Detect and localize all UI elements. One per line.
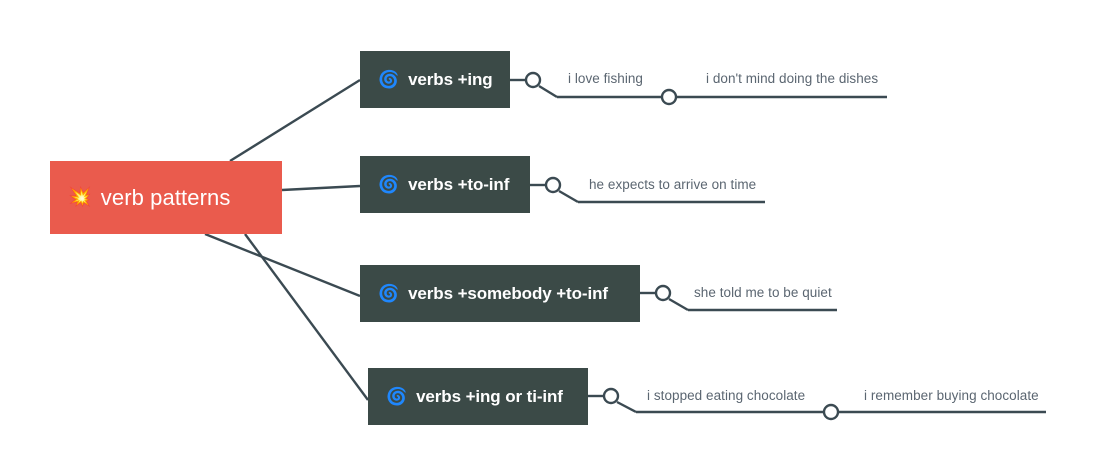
branch-node-4[interactable]: 🌀 verbs +ing or ti-inf	[368, 368, 588, 425]
cyclone-icon: 🌀	[378, 70, 400, 89]
root-connector-1	[229, 78, 361, 163]
cyclone-icon: 🌀	[386, 387, 408, 406]
branch-junction-1-a[interactable]	[524, 71, 542, 89]
branch-node-label: verbs +ing	[408, 69, 493, 89]
branch-diagonal-1	[538, 84, 558, 99]
leaf-label-3-1[interactable]: she told me to be quiet	[694, 285, 832, 300]
cyclone-icon: 🌀	[378, 175, 400, 194]
branch-node-label: verbs +somebody +to-inf	[408, 283, 608, 303]
root-connector-4	[244, 233, 369, 401]
leaf-label-1-1[interactable]: i love fishing	[568, 71, 643, 86]
leaf-label-4-2[interactable]: i remember buying chocolate	[864, 388, 1039, 403]
leaf-label-2-1[interactable]: he expects to arrive on time	[589, 177, 757, 192]
branch-node-label: verbs +to-inf	[408, 174, 510, 194]
branch-junction-4-a[interactable]	[602, 387, 620, 405]
branch-junction-1-b[interactable]	[660, 88, 678, 106]
leaf-label-4-1[interactable]: i stopped eating chocolate	[647, 388, 806, 403]
cyclone-icon: 🌀	[378, 284, 400, 303]
branch-node-label: verbs +ing or ti-inf	[416, 386, 563, 406]
branch-diagonal-4	[616, 400, 637, 414]
root-connector-3	[204, 232, 361, 298]
branch-diagonal-2	[558, 189, 579, 204]
branch-node-1[interactable]: 🌀 verbs +ing	[360, 51, 510, 108]
branch-junction-3-a[interactable]	[654, 284, 672, 302]
collision-icon: 💥	[68, 187, 92, 208]
branch-node-2[interactable]: 🌀 verbs +to-inf	[360, 156, 530, 213]
branch-node-3[interactable]: 🌀 verbs +somebody +to-inf	[360, 265, 640, 322]
branch-junction-2-a[interactable]	[544, 176, 562, 194]
branch-diagonal-3	[668, 297, 689, 312]
root-node-verb-patterns[interactable]: 💥 verb patterns	[50, 161, 282, 234]
root-node-label: verb patterns	[100, 184, 231, 210]
branch-junction-4-b[interactable]	[822, 403, 840, 421]
root-connector-2	[281, 184, 361, 192]
leaf-label-1-2[interactable]: i don't mind doing the dishes	[706, 71, 879, 86]
